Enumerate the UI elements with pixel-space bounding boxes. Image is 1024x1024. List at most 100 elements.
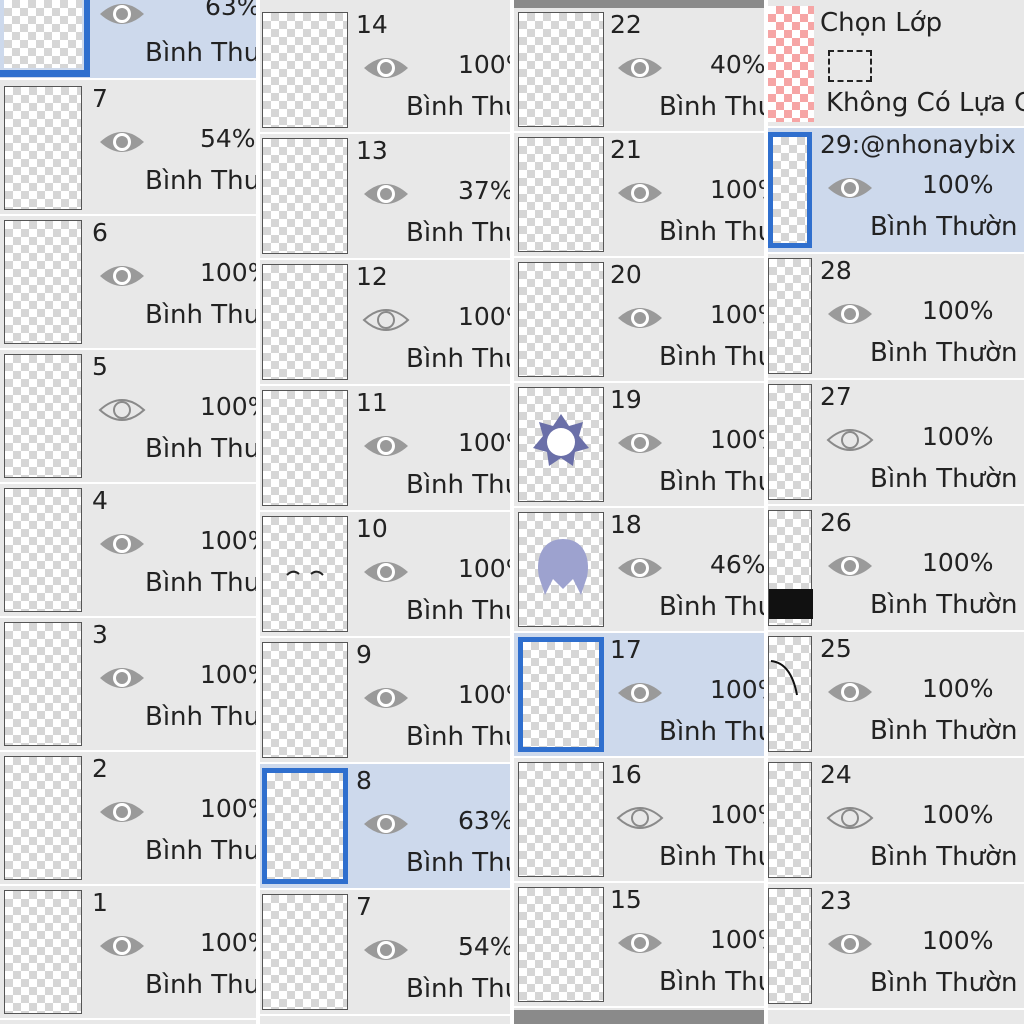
layer-blend-mode[interactable]: Bình Thư <box>406 344 510 374</box>
eye-visible-icon[interactable] <box>362 684 410 712</box>
eye-visible-icon[interactable] <box>826 930 874 958</box>
layer-thumbnail[interactable] <box>768 510 813 626</box>
layer-blend-mode[interactable]: Bình Thư <box>406 974 510 1004</box>
eye-hidden-icon[interactable] <box>98 396 146 424</box>
layer-thumbnail[interactable] <box>768 762 812 878</box>
eye-visible-icon[interactable] <box>826 174 874 202</box>
layer-blend-mode[interactable]: Bình Thư <box>406 596 510 626</box>
layer-blend-mode[interactable]: Bình Thư <box>145 38 256 68</box>
eye-visible-icon[interactable] <box>98 664 146 692</box>
layer-blend-mode[interactable]: Bình Thư <box>406 92 510 122</box>
layer-thumbnail[interactable] <box>4 354 82 478</box>
layer-blend-mode[interactable]: Bình Thườn <box>870 212 1018 242</box>
eye-visible-icon[interactable] <box>98 0 146 28</box>
eye-visible-icon[interactable] <box>362 54 410 82</box>
layer-thumbnail[interactable] <box>768 132 812 248</box>
layer-thumbnail[interactable] <box>262 390 348 506</box>
eye-visible-icon[interactable] <box>616 304 664 332</box>
layer-thumbnail[interactable] <box>4 756 82 880</box>
layer-blend-mode[interactable]: Bình Thườn <box>870 338 1018 368</box>
eye-visible-icon[interactable] <box>362 180 410 208</box>
layer-blend-mode[interactable]: Bình Thư <box>659 467 764 497</box>
layer-blend-mode[interactable]: Bình Thườn <box>870 464 1018 494</box>
layer-thumbnail[interactable] <box>262 264 348 380</box>
layer-thumbnail[interactable] <box>262 516 348 632</box>
layer-thumbnail[interactable] <box>262 138 348 254</box>
layer-blend-mode[interactable]: Bình Thư <box>659 92 764 122</box>
eye-hidden-icon[interactable] <box>826 804 874 832</box>
layer-blend-mode[interactable]: Bình Thườn <box>870 716 1018 746</box>
eye-visible-icon[interactable] <box>616 429 664 457</box>
eye-visible-icon[interactable] <box>616 54 664 82</box>
layer-thumbnail[interactable] <box>4 890 82 1014</box>
layer-thumbnail[interactable] <box>768 888 812 1004</box>
eye-visible-icon[interactable] <box>362 558 410 586</box>
layer-blend-mode[interactable]: Bình Thư <box>145 970 256 1000</box>
layer-blend-mode[interactable]: Bình Thư <box>406 218 510 248</box>
layer-thumbnail[interactable] <box>262 768 348 884</box>
eye-visible-icon[interactable] <box>98 798 146 826</box>
eye-visible-icon[interactable] <box>826 300 874 328</box>
layer-blend-mode[interactable]: Bình Thườn <box>870 968 1018 998</box>
layer-blend-mode[interactable]: Bình Thư <box>406 848 510 878</box>
layer-thumbnail[interactable] <box>518 512 604 627</box>
eye-visible-icon[interactable] <box>98 262 146 290</box>
layer-blend-mode[interactable]: Bình Thư <box>659 592 764 622</box>
layer-blend-mode[interactable]: Bình Thư <box>659 967 764 997</box>
eye-visible-icon[interactable] <box>616 554 664 582</box>
layer-blend-mode[interactable]: Bình Thườn <box>870 842 1018 872</box>
layer-thumbnail[interactable] <box>768 384 812 500</box>
layer-thumbnail[interactable] <box>4 488 82 612</box>
layer-thumbnail[interactable] <box>4 86 82 210</box>
layer-blend-mode[interactable]: Bình Thư <box>145 702 256 732</box>
layer-row-partial[interactable]: 63% Bình Thư <box>0 0 256 80</box>
eye-visible-icon[interactable] <box>98 128 146 156</box>
layer-thumbnail[interactable] <box>4 220 82 344</box>
eye-visible-icon[interactable] <box>826 678 874 706</box>
layer-blend-mode[interactable]: Bình Thư <box>406 470 510 500</box>
layer-thumbnail[interactable] <box>262 642 348 758</box>
eye-visible-icon[interactable] <box>362 810 410 838</box>
layer-thumbnail[interactable] <box>768 258 812 374</box>
layer-thumbnail[interactable] <box>262 894 348 1010</box>
layer-thumbnail[interactable] <box>4 622 82 746</box>
layer-blend-mode[interactable]: Bình Thư <box>145 166 256 196</box>
layer-thumbnail[interactable] <box>518 262 604 377</box>
layer-thumbnail[interactable] <box>518 887 604 1002</box>
layer-blend-mode[interactable]: Bình Thư <box>145 836 256 866</box>
layer-blend-mode[interactable]: Bình Thư <box>145 434 256 464</box>
layer-thumbnail[interactable] <box>518 137 604 252</box>
layer-blend-mode[interactable]: Bình Thư <box>659 217 764 247</box>
eye-visible-icon[interactable] <box>362 432 410 460</box>
eye-hidden-icon[interactable] <box>616 804 664 832</box>
eye-visible-icon[interactable] <box>362 936 410 964</box>
layer-blend-mode[interactable]: Bình Thư <box>406 722 510 752</box>
layer-thumbnail[interactable] <box>262 12 348 128</box>
selection-marquee-icon[interactable] <box>828 50 872 82</box>
eye-visible-icon[interactable] <box>616 679 664 707</box>
